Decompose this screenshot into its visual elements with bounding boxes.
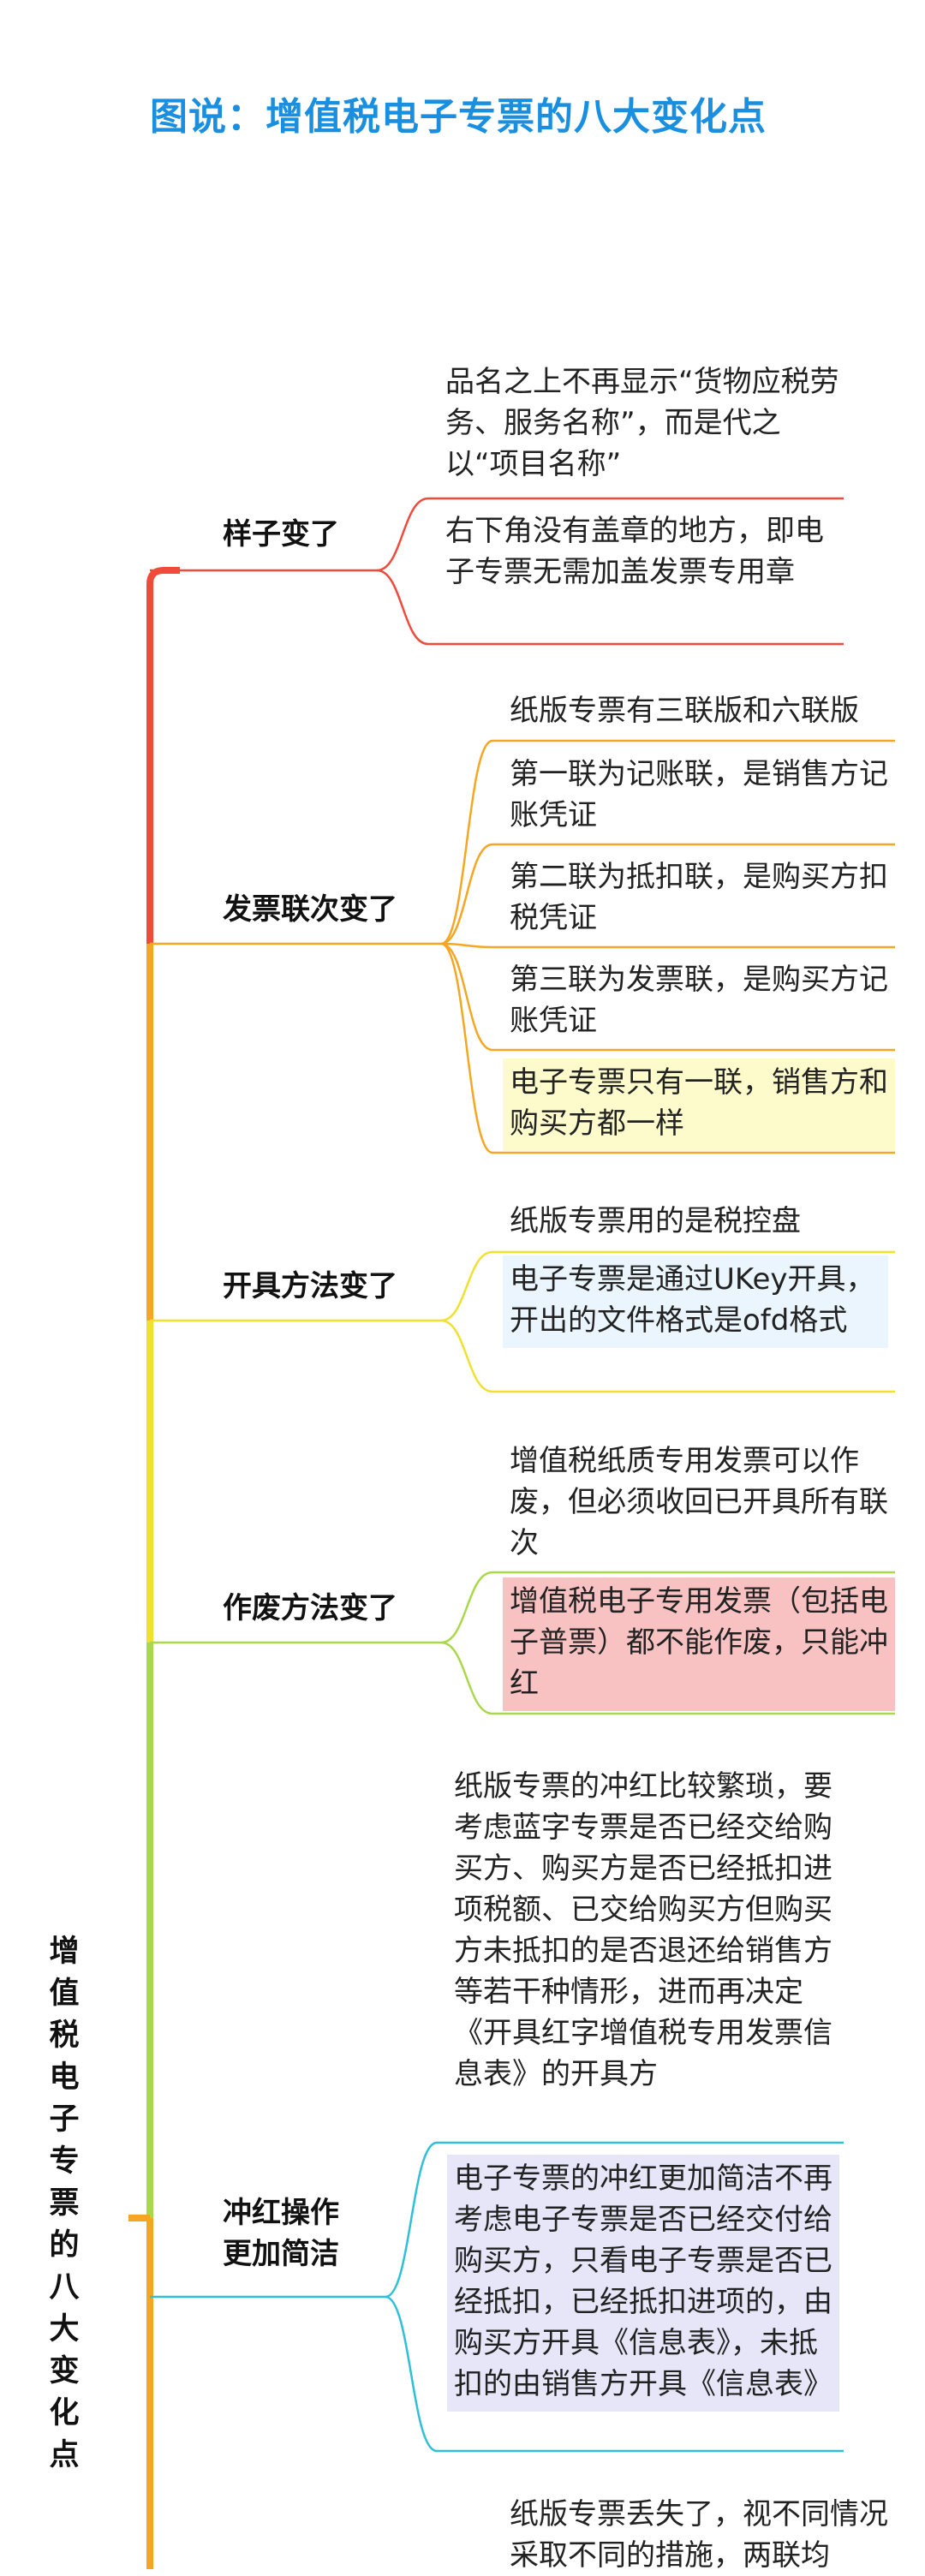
spine-segment-red bbox=[146, 567, 180, 944]
leaf-issuing-1: 纸版专票用的是税控盘 bbox=[510, 1204, 801, 1238]
branch-4-link-2 bbox=[440, 1641, 895, 1715]
leaf-red-reversal-1: 纸版专票的冲红比较繁琐，要考虑蓝字专票是否已经交给购买方、购买方是否已经抵扣进项… bbox=[454, 1769, 832, 2091]
branch-3-link-1 bbox=[440, 1250, 895, 1322]
leaf-issuing-2-highlight: 电子专票是通过UKey开具，开出的文件格式是ofd格式 bbox=[503, 1255, 888, 1348]
branch-5-link-2 bbox=[385, 2295, 844, 2453]
leaf-copies-1: 纸版专票有三联版和六联版 bbox=[510, 694, 859, 728]
branch-label-red-reversal-line-1: 冲红操作 bbox=[223, 2196, 339, 2230]
branch-label-void: 作废方法变了 bbox=[223, 1591, 397, 1625]
leaf-copies-2: 第一联为记账联，是销售方记账凭证 bbox=[510, 757, 888, 832]
branch-4-link-1 bbox=[440, 1571, 895, 1644]
leaf-appearance-1: 品名之上不再显示“货物应税劳务、服务名称”，而是代之以“项目名称” bbox=[445, 365, 839, 481]
branch-2-link-1 bbox=[440, 739, 895, 945]
branch-label-red-reversal-line-2: 更加简洁 bbox=[223, 2237, 339, 2271]
branch-2-link-3 bbox=[440, 942, 895, 949]
branch-label-red-reversal: 冲红操作 更加简洁 bbox=[223, 2192, 339, 2275]
branch-2-link-2 bbox=[440, 843, 895, 945]
leaf-copies-3: 第二联为抵扣联，是购买方扣税凭证 bbox=[510, 860, 888, 935]
branch-label-appearance: 样子变了 bbox=[223, 517, 339, 552]
branch-5-link-1 bbox=[385, 2141, 844, 2299]
branch-label-issuing: 开具方法变了 bbox=[223, 1269, 397, 1303]
leaf-void-2-highlight: 增值税电子专用发票（包括电子普票）都不能作废，只能冲红 bbox=[503, 1577, 895, 1711]
leaf-red-reversal-2-highlight: 电子专票的冲红更加简洁不再考虑电子专票是否已经交付给购买方，只看电子专票是否已经… bbox=[447, 2155, 839, 2412]
leaf-copies-4: 第三联为发票联，是购买方记账凭证 bbox=[510, 963, 888, 1038]
leaf-next-partial: 纸版专票丢失了，视不同情况采取不同的措施，两联均 bbox=[510, 2497, 888, 2573]
leaf-void-1: 增值税纸质专用发票可以作废，但必须收回已开具所有联次 bbox=[510, 1444, 888, 1560]
branch-1-link-1 bbox=[376, 497, 844, 572]
branch-1-link-2 bbox=[376, 569, 844, 646]
page-title: 图说：增值税电子专票的八大变化点 bbox=[150, 95, 767, 139]
branch-label-copies: 发票联次变了 bbox=[223, 892, 397, 927]
branch-2-link-5 bbox=[440, 942, 895, 1154]
leaf-copies-5-highlight: 电子专票只有一联，销售方和购买方都一样 bbox=[503, 1058, 895, 1151]
branch-2-link-4 bbox=[440, 942, 895, 1052]
root-node-label: 增值税电子专票的八大变化点 bbox=[49, 1935, 80, 2472]
leaf-appearance-2: 右下角没有盖章的地方，即电子专票无需加盖发票专用章 bbox=[445, 514, 824, 589]
branch-3-link-2 bbox=[440, 1319, 895, 1393]
